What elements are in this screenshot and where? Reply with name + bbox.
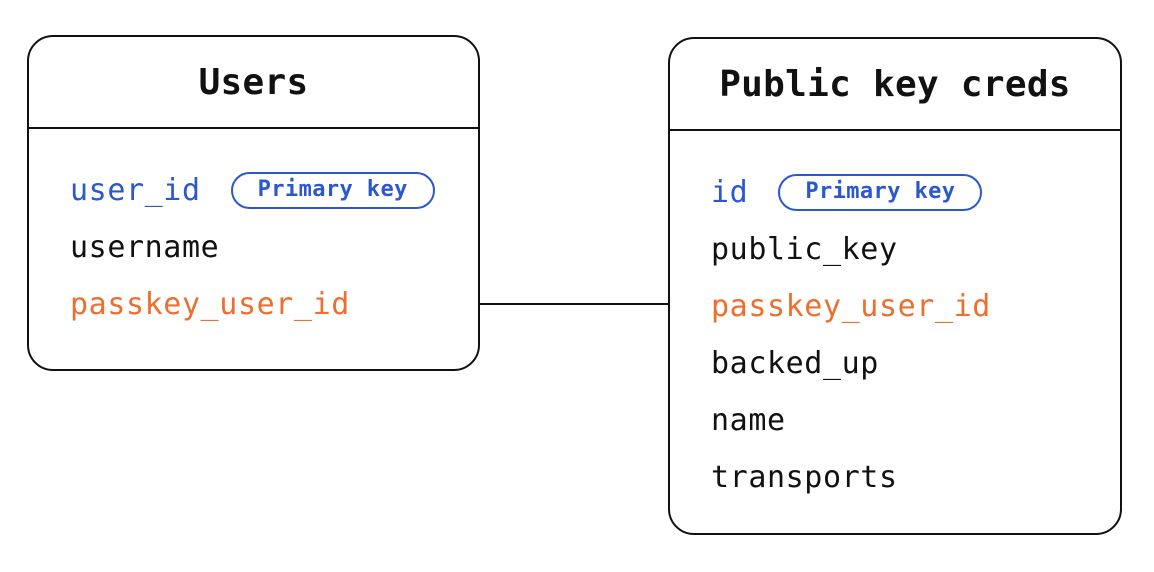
field-name: public_key (711, 232, 898, 267)
field-row-passkey-user-id: passkey_user_id (670, 278, 1120, 335)
field-name: username (70, 230, 220, 265)
field-name: transports (711, 460, 898, 495)
table-public-key-creds-fields: id Primary key public_key passkey_user_i… (670, 131, 1120, 506)
primary-key-badge: Primary key (778, 174, 983, 211)
primary-key-badge: Primary key (230, 172, 435, 209)
field-row-username: username (29, 219, 478, 276)
table-users: Users user_id Primary key username passk… (27, 35, 480, 371)
table-users-fields: user_id Primary key username passkey_use… (29, 129, 478, 333)
field-row-public-key: public_key (670, 221, 1120, 278)
table-public-key-creds: Public key creds id Primary key public_k… (668, 37, 1122, 535)
field-row-id: id Primary key (670, 164, 1120, 221)
field-row-name: name (670, 392, 1120, 449)
field-name: name (711, 403, 786, 438)
field-row-backed-up: backed_up (670, 335, 1120, 392)
field-name: id (711, 175, 749, 210)
relationship-line (480, 303, 668, 305)
table-public-key-creds-title: Public key creds (670, 39, 1120, 131)
table-users-title: Users (29, 37, 478, 129)
field-row-transports: transports (670, 449, 1120, 506)
field-name: passkey_user_id (711, 289, 991, 324)
field-name: backed_up (711, 346, 879, 381)
field-name: passkey_user_id (70, 287, 350, 322)
field-row-passkey-user-id: passkey_user_id (29, 276, 478, 333)
field-row-user-id: user_id Primary key (29, 162, 478, 219)
field-name: user_id (70, 173, 201, 208)
